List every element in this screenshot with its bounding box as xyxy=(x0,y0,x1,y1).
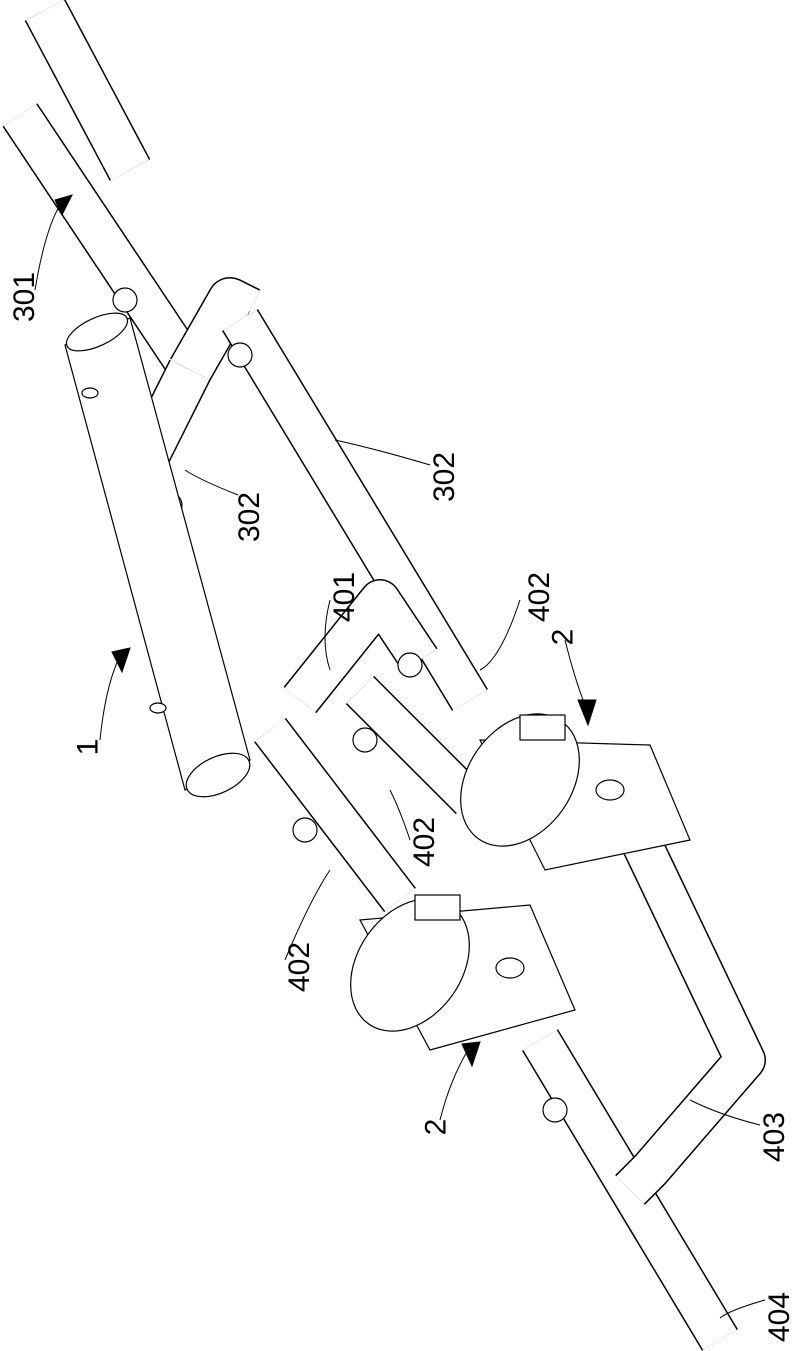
label-302-b: 302 xyxy=(428,452,462,502)
label-401: 401 xyxy=(328,572,362,622)
tank-1 xyxy=(61,305,256,805)
valve-handwheel-icon xyxy=(113,288,137,312)
label-1: 1 xyxy=(71,739,105,756)
label-2-a: 2 xyxy=(546,629,580,646)
label-402-a: 402 xyxy=(523,572,557,622)
valve-handwheel-icon xyxy=(353,728,377,752)
label-402-c: 402 xyxy=(283,942,317,992)
pipe-402-low xyxy=(270,730,400,900)
filter-2-upper xyxy=(436,691,690,870)
label-2-b: 2 xyxy=(419,1119,453,1136)
valve-handwheel-icon xyxy=(228,343,252,367)
label-402-b: 402 xyxy=(408,817,442,867)
valve-handwheel-icon xyxy=(293,818,317,842)
valve-handwheel-icon xyxy=(543,1098,567,1122)
filter-2-lower xyxy=(326,876,575,1054)
label-404: 404 xyxy=(763,1292,792,1342)
pipes xyxy=(20,10,745,1340)
label-302-a: 302 xyxy=(233,492,267,542)
label-403: 403 xyxy=(758,1112,792,1162)
valve-handwheel-icon xyxy=(398,653,422,677)
label-301: 301 xyxy=(8,272,42,322)
